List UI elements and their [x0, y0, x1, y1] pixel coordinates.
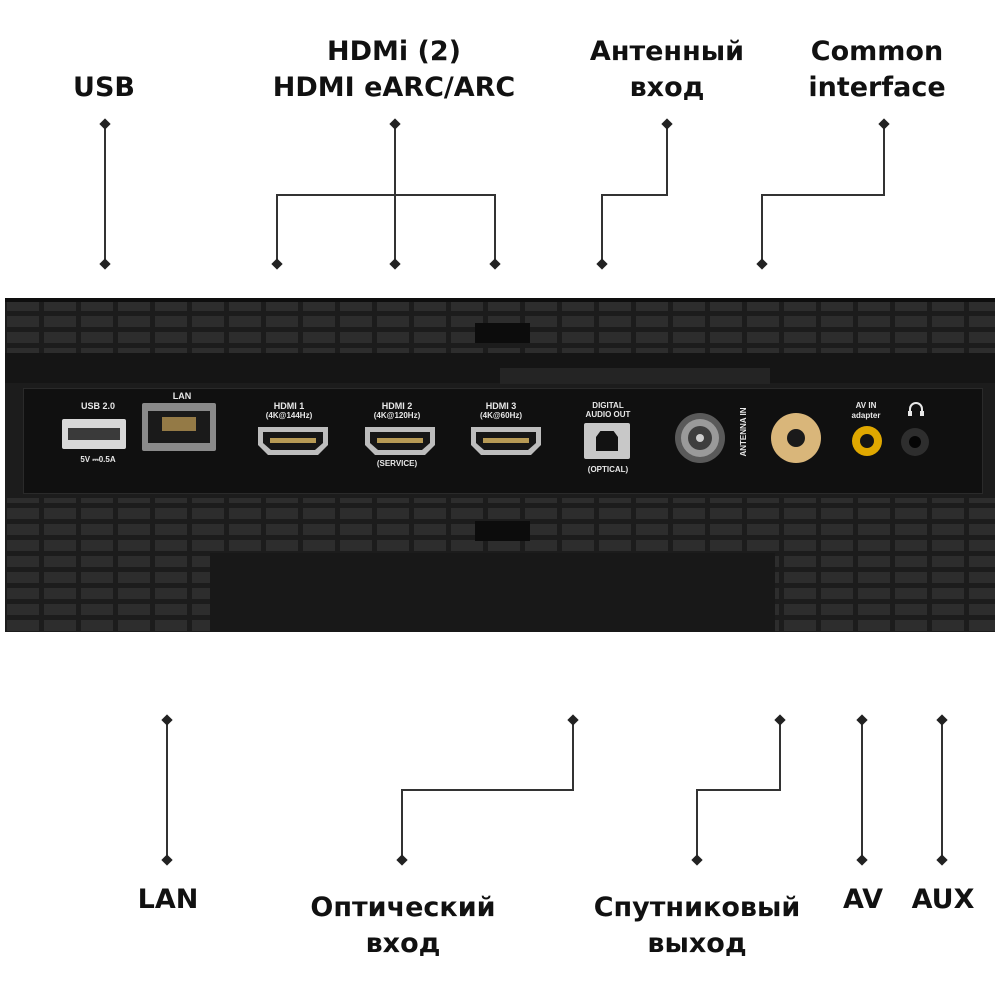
- callout-usb: USB: [73, 72, 135, 103]
- hdmi2-label: HDMI 2: [381, 401, 413, 411]
- usb-label: USB 2.0: [80, 401, 115, 411]
- optical-port: [584, 423, 630, 459]
- optical-label-line2: AUDIO OUT: [585, 410, 631, 419]
- callout-lan: LAN: [137, 884, 199, 915]
- hdmi3-port: [471, 427, 541, 455]
- tv-back-panel: USB 2.0 5V ⎓0.5A LAN HDMI 1 (4K@144Hz) H…: [5, 298, 995, 632]
- av-in-port: [851, 425, 883, 457]
- aux-port: [900, 427, 930, 457]
- hdmi1-spec-label: (4K@144Hz): [265, 411, 313, 420]
- callout-av: AV: [843, 884, 883, 915]
- callout-antenna: Антенный вход: [589, 36, 745, 103]
- hdmi2-port: [365, 427, 435, 455]
- panel-texture: [5, 298, 995, 632]
- callout-hdmi: HDMi (2) HDMI eARC/ARC: [272, 36, 516, 103]
- callout-satellite: Спутниковый выход: [593, 892, 801, 959]
- headphones-icon: [907, 401, 925, 417]
- hdmi1-port: [258, 427, 328, 455]
- lan-port: [142, 403, 216, 451]
- av-in-label: AV IN: [855, 401, 877, 410]
- connector-plate: USB 2.0 5V ⎓0.5A LAN HDMI 1 (4K@144Hz) H…: [23, 388, 983, 494]
- antenna-label: ANTENNA IN: [739, 407, 748, 457]
- hdmi1-label: HDMI 1: [273, 401, 305, 411]
- callout-aux: AUX: [911, 884, 975, 915]
- usb-power-label: 5V ⎓0.5A: [80, 455, 116, 464]
- hdmi2-spec-label: (4K@120Hz): [373, 411, 421, 420]
- callout-common-interface: Common interface: [808, 36, 946, 103]
- optical-label-line3: (OPTICAL): [587, 465, 629, 474]
- hdmi3-label: HDMI 3: [485, 401, 517, 411]
- lan-label: LAN: [172, 391, 192, 401]
- usb-port: [62, 419, 126, 449]
- callout-optical: Оптический вход: [310, 892, 496, 959]
- satellite-port: [769, 411, 823, 465]
- hdmi3-spec-label: (4K@60Hz): [479, 411, 523, 420]
- antenna-port: [674, 409, 726, 467]
- hdmi2-service-label: (SERVICE): [376, 459, 418, 468]
- optical-label-line1: DIGITAL: [592, 401, 624, 410]
- av-adapter-label: adapter: [851, 411, 881, 420]
